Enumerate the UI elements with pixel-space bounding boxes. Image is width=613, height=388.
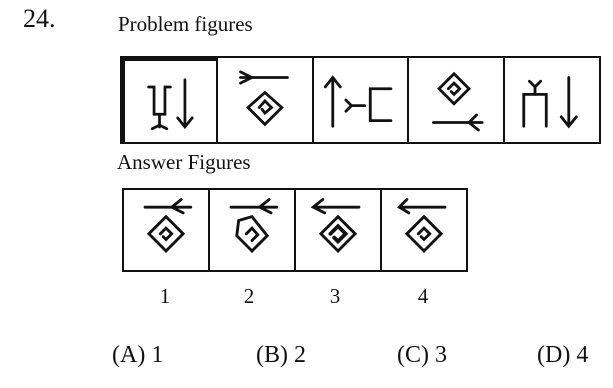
- tilted-spiral-square-icon: [210, 190, 294, 270]
- tilted-spiral-square-icon: [382, 190, 466, 270]
- option-b[interactable]: (B) 2: [256, 342, 306, 369]
- answer-figure-3[interactable]: [294, 188, 382, 272]
- arch-down-arrow-icon: [505, 58, 599, 142]
- tilted-spiral-square-icon: [296, 190, 380, 270]
- tilted-spiral-square-icon: [124, 190, 208, 270]
- answer-figure-label: 3: [320, 284, 350, 309]
- option-a[interactable]: (A) 1: [112, 342, 163, 369]
- tilted-spiral-square-icon: [409, 58, 503, 142]
- problem-figures-heading: Problem figures: [118, 12, 253, 37]
- option-c[interactable]: (C) 3: [397, 342, 447, 369]
- answer-figures-heading: Answer Figures: [117, 150, 251, 175]
- answer-figure-2[interactable]: [208, 188, 296, 272]
- up-arrow-bracket-icon: [314, 58, 408, 142]
- y-fork-down-arrow-icon: [125, 61, 216, 142]
- problem-figures-strip: [120, 56, 609, 144]
- answer-figure-1[interactable]: [122, 188, 210, 272]
- question-number: 24.: [23, 4, 56, 34]
- problem-figure-4: [407, 56, 505, 144]
- problem-figure-3: [312, 56, 410, 144]
- problem-figure-2: [216, 56, 314, 144]
- answer-figures-strip: [122, 188, 474, 272]
- answer-figure-4[interactable]: [380, 188, 468, 272]
- answer-figure-label: 1: [150, 284, 180, 309]
- answer-figure-label: 4: [408, 284, 438, 309]
- problem-figure-1: [120, 56, 218, 144]
- tilted-spiral-square-icon: [218, 58, 312, 142]
- answer-figure-label: 2: [234, 284, 264, 309]
- problem-figure-5: [503, 56, 601, 144]
- option-d[interactable]: (D) 4: [537, 342, 588, 369]
